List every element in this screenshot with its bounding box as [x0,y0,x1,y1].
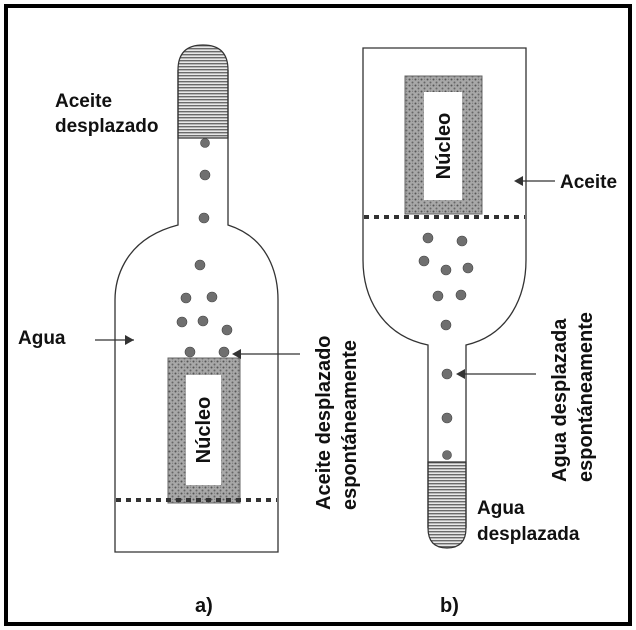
arrow-head-vertical-b [456,369,465,379]
label-vertical-b-2: espontáneamente [575,312,597,482]
arrow-head-vertical-a [232,349,241,359]
caption-a: a) [195,595,213,617]
flask-outline-b [362,47,527,528]
label-aceite-a-1: Aceite [55,91,112,112]
core-b-label: Núcleo [433,113,455,180]
core-a-label: Núcleo [193,397,215,464]
label-vertical-a-1: Aceite desplazado [313,335,335,510]
label-agua-a: Agua [18,328,66,349]
displaced-oil-a [177,44,229,139]
label-vertical-a-2: espontáneamente [339,340,361,510]
caption-b: b) [440,595,459,617]
label-aceite-b: Aceite [560,172,617,193]
label-agua-b-1: Agua [477,498,525,519]
arrow-head-agua-a [125,335,134,345]
core-b-label-bg [424,92,462,200]
panel-a: Núcleo Aceite desplazado Agua Aceite des… [18,44,361,617]
flask-outline-a [114,70,279,553]
label-agua-b-2: desplazada [477,524,580,545]
label-vertical-b-1: Agua desplazada [549,318,571,482]
label-aceite-a-2: desplazado [55,116,158,137]
core-a-label-bg [186,375,221,485]
water-droplets-b [418,232,474,460]
displaced-water-b [427,461,467,549]
panel-b: Núcleo Aceite Agua desplazada espontánea… [362,47,617,617]
arrow-head-aceite-b [514,176,523,186]
oil-droplets-a [176,138,233,358]
